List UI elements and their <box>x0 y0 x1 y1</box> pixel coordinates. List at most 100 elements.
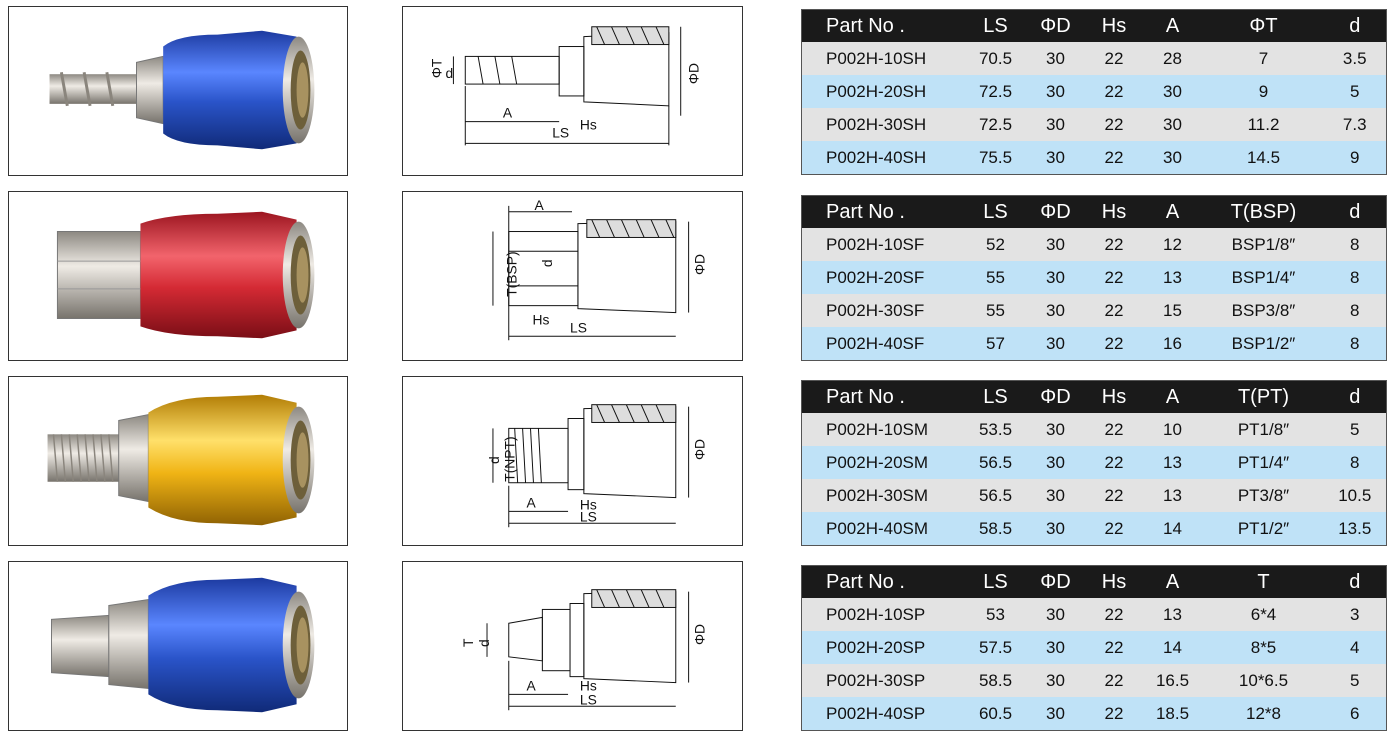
label-a: A <box>527 677 537 693</box>
table-cell: 11.2 <box>1203 108 1324 141</box>
label-ls: LS <box>570 319 587 335</box>
table-cell: 57 <box>966 327 1025 361</box>
coupler-female-thread-image <box>56 211 315 339</box>
label-a: A <box>503 105 513 121</box>
table-cell: 55 <box>966 261 1025 294</box>
table-row: P002H-40SM 58.5 30 22 14 PT1/2″ 13.5 <box>801 512 1387 546</box>
table-cell: 12 <box>1141 228 1204 261</box>
table-cell: 22 <box>1086 261 1142 294</box>
table-cell: P002H-30SM <box>801 479 967 512</box>
coupler-hose-nut-image <box>51 577 315 713</box>
table-cell: 22 <box>1086 598 1142 631</box>
col-header: ΦT <box>1203 9 1324 42</box>
label-hs: Hs <box>580 117 597 133</box>
col-header: LS <box>966 195 1025 228</box>
table-cell: 30 <box>1024 697 1087 731</box>
table-cell: P002H-40SP <box>801 697 967 731</box>
technical-drawing-sh: ΦT d ΦD A LS Hs <box>402 6 743 176</box>
table-cell: 16 <box>1141 327 1204 361</box>
table-cell: 22 <box>1086 42 1142 75</box>
table-cell: 14.5 <box>1203 141 1324 175</box>
technical-drawing-sf: A T(BSP) d ΦD Hs LS <box>402 191 743 361</box>
table-cell: 22 <box>1086 446 1142 479</box>
table-cell: PT1/2″ <box>1203 512 1324 546</box>
table-cell: 56.5 <box>966 446 1025 479</box>
table-cell: 3 <box>1323 598 1387 631</box>
col-header: ΦD <box>1024 9 1087 42</box>
table-cell: 22 <box>1086 479 1142 512</box>
table-cell: P002H-10SP <box>801 598 967 631</box>
col-header: Part No . <box>801 565 967 598</box>
table-cell: 5 <box>1323 664 1387 697</box>
table-cell: 4 <box>1323 631 1387 664</box>
col-header: d <box>1323 9 1387 42</box>
table-cell: P002H-20SF <box>801 261 967 294</box>
table-cell: 30 <box>1024 75 1087 108</box>
col-header: A <box>1141 195 1204 228</box>
col-header: d <box>1323 380 1387 413</box>
spec-table-sf: Part No . LS ΦD Hs A T(BSP) d P002H-10SF… <box>801 195 1387 361</box>
table-cell: PT3/8″ <box>1203 479 1324 512</box>
table-cell: 72.5 <box>966 75 1025 108</box>
product-photo-sm <box>8 376 348 546</box>
table-cell: 7.3 <box>1323 108 1387 141</box>
table-cell: 58.5 <box>966 512 1025 546</box>
table-cell: 30 <box>1024 512 1087 546</box>
table-cell: 10*6.5 <box>1203 664 1324 697</box>
label-d: d <box>486 456 502 464</box>
table-cell: 8*5 <box>1203 631 1324 664</box>
table-header-row: Part No . LS ΦD Hs A T d <box>801 565 1387 598</box>
table-cell: 70.5 <box>966 42 1025 75</box>
label-phi-t: ΦT <box>429 58 445 78</box>
table-cell: 5 <box>1323 413 1387 446</box>
table-cell: 22 <box>1086 228 1142 261</box>
spec-table-sp: Part No . LS ΦD Hs A T d P002H-10SP 53 3… <box>801 565 1387 731</box>
table-cell: 53 <box>966 598 1025 631</box>
table-cell: 30 <box>1024 42 1087 75</box>
col-header: T(PT) <box>1203 380 1324 413</box>
col-header: Part No . <box>801 380 967 413</box>
table-cell: 9 <box>1323 141 1387 175</box>
table-cell: 5 <box>1323 75 1387 108</box>
table-row: P002H-30SH 72.5 30 22 30 11.2 7.3 <box>801 108 1387 141</box>
table-cell: 13 <box>1141 598 1204 631</box>
table-row: P002H-10SH 70.5 30 22 28 7 3.5 <box>801 42 1387 75</box>
table-cell: PT1/8″ <box>1203 413 1324 446</box>
table-cell: PT1/4″ <box>1203 446 1324 479</box>
table-cell: 30 <box>1141 141 1204 175</box>
table-cell: 22 <box>1086 697 1142 731</box>
label-hs: Hs <box>532 311 549 327</box>
table-cell: 22 <box>1086 108 1142 141</box>
table-cell: 13 <box>1141 446 1204 479</box>
table-cell: BSP1/2″ <box>1203 327 1324 361</box>
table-cell: 30 <box>1024 598 1087 631</box>
table-cell: P002H-20SP <box>801 631 967 664</box>
table-cell: 9 <box>1203 75 1324 108</box>
table-cell: 30 <box>1024 108 1087 141</box>
table-cell: BSP1/4″ <box>1203 261 1324 294</box>
table-cell: 13 <box>1141 261 1204 294</box>
table-cell: P002H-10SM <box>801 413 967 446</box>
table-cell: 52 <box>966 228 1025 261</box>
table-cell: 13.5 <box>1323 512 1387 546</box>
coupler-hose-barb-image <box>49 30 315 150</box>
col-header: d <box>1323 195 1387 228</box>
table-cell: 30 <box>1141 75 1204 108</box>
table-cell: P002H-10SF <box>801 228 967 261</box>
table-cell: 22 <box>1086 294 1142 327</box>
technical-drawing-sp: T d ΦD A Hs LS <box>402 561 743 731</box>
coupler-male-thread-image <box>47 394 315 526</box>
table-cell: 8 <box>1323 228 1387 261</box>
table-row: P002H-10SF 52 30 22 12 BSP1/8″ 8 <box>801 228 1387 261</box>
product-photo-sp <box>8 561 348 731</box>
table-cell: 30 <box>1024 631 1087 664</box>
table-row: P002H-20SM 56.5 30 22 13 PT1/4″ 8 <box>801 446 1387 479</box>
label-ls: LS <box>580 508 597 524</box>
col-header: T <box>1203 565 1324 598</box>
table-cell: P002H-10SH <box>801 42 967 75</box>
table-cell: 60.5 <box>966 697 1025 731</box>
col-header: ΦD <box>1024 565 1087 598</box>
table-cell: 30 <box>1024 141 1087 175</box>
table-cell: 30 <box>1024 446 1087 479</box>
table-header-row: Part No . LS ΦD Hs A ΦT d <box>801 9 1387 42</box>
